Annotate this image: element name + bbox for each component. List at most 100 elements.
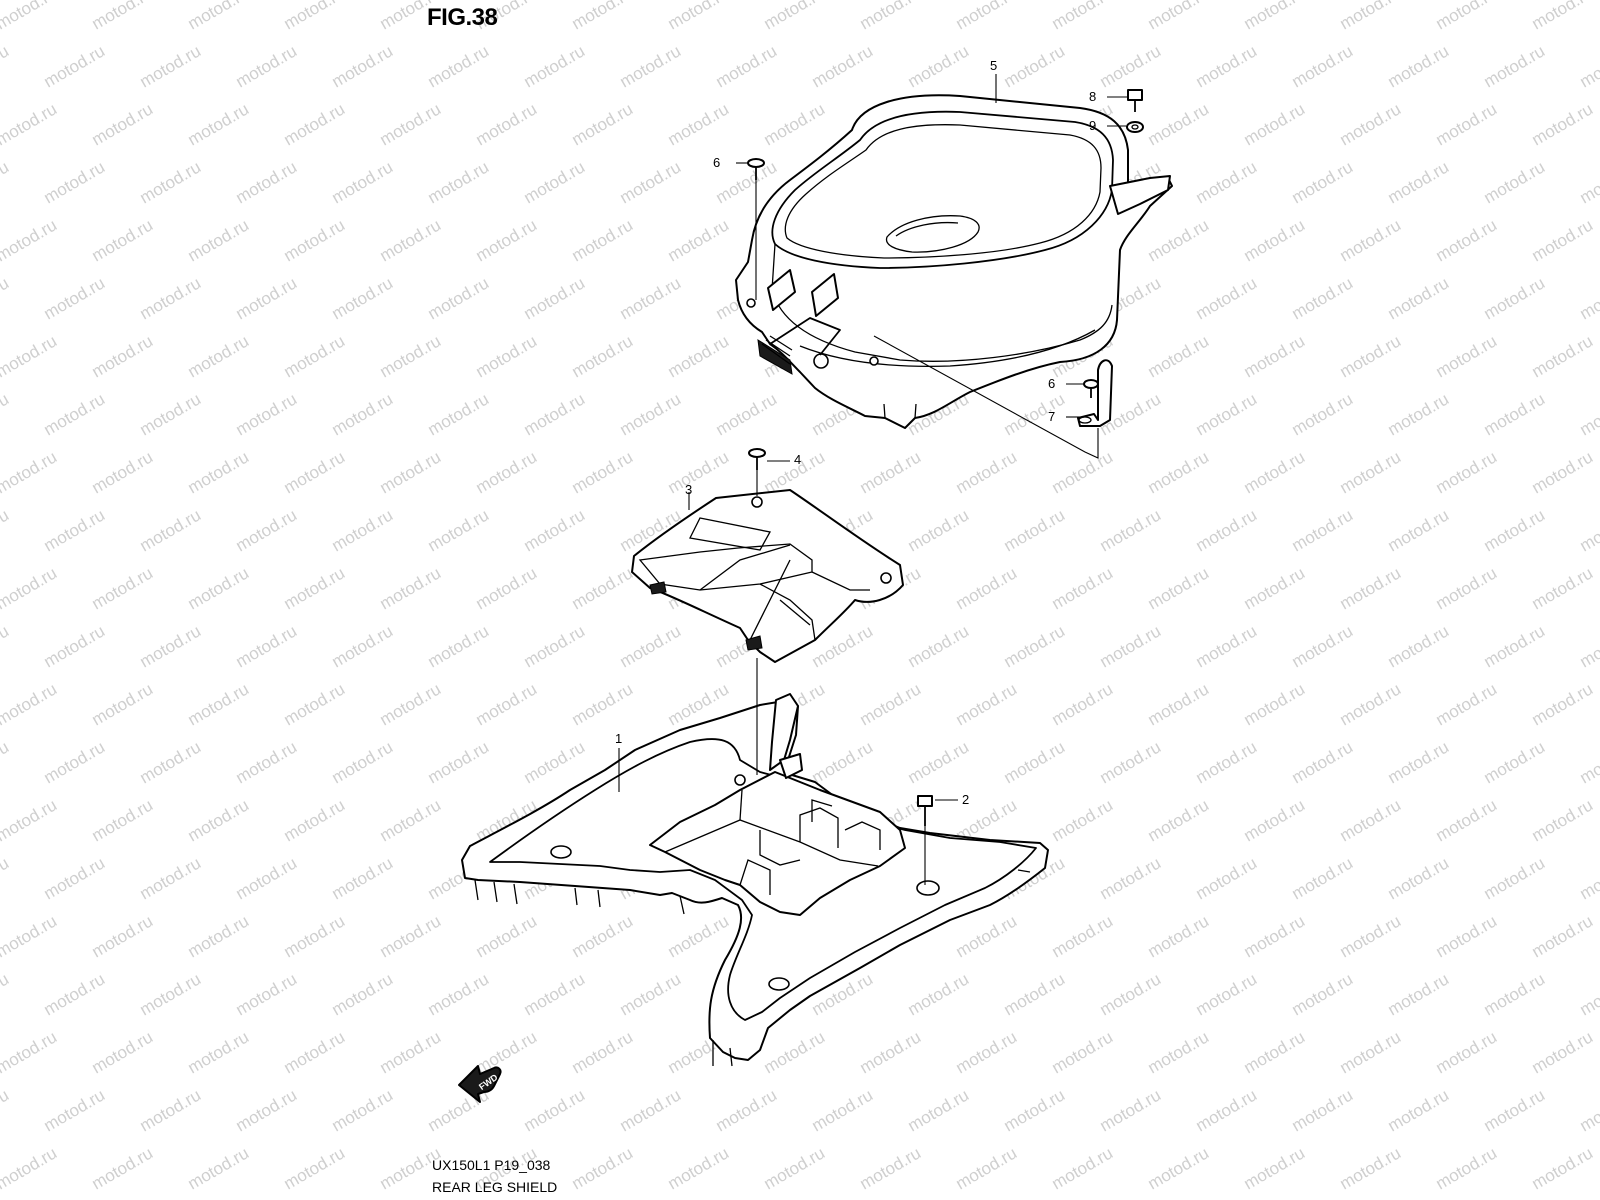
watermark-text: motod.ru <box>185 331 253 381</box>
part-3-center-cover[interactable] <box>631 489 904 663</box>
watermark-text: motod.ru <box>1145 679 1213 729</box>
watermark-text: motod.ru <box>425 737 493 787</box>
watermark-text: motod.ru <box>1337 215 1405 265</box>
watermark-text: motod.ru <box>329 157 397 207</box>
watermark-text: motod.ru <box>329 853 397 903</box>
watermark-text: motod.ru <box>185 1027 253 1077</box>
watermark-text: motod.ru <box>329 737 397 787</box>
watermark-text: motod.ru <box>233 389 301 439</box>
watermark-text: motod.ru <box>185 1143 253 1193</box>
watermark-text: motod.ru <box>41 505 109 555</box>
watermark-text: motod.ru <box>0 969 12 1019</box>
watermark-text: motod.ru <box>1193 969 1261 1019</box>
watermark-text: motod.ru <box>521 505 589 555</box>
watermark-text: motod.ru <box>185 679 253 729</box>
watermark-text: motod.ru <box>0 621 12 671</box>
watermark-text: motod.ru <box>0 41 12 91</box>
watermark-text: motod.ru <box>569 1027 637 1077</box>
callout-7[interactable]: 7 <box>1048 409 1056 424</box>
watermark-text: motod.ru <box>281 911 349 961</box>
callout-2[interactable]: 2 <box>962 792 970 807</box>
part-1-rear-leg-shield[interactable] <box>461 693 1049 1067</box>
watermark-text: motod.ru <box>233 853 301 903</box>
watermark-text: motod.ru <box>89 447 157 497</box>
watermark-text: motod.ru <box>89 911 157 961</box>
watermark-text: motod.ru <box>281 0 349 33</box>
watermark-text: motod.ru <box>1193 157 1261 207</box>
callout-9[interactable]: 9 <box>1089 118 1097 133</box>
watermark-text: motod.ru <box>137 853 205 903</box>
watermark-text: motod.ru <box>89 1027 157 1077</box>
watermark-text: motod.ru <box>713 41 781 91</box>
callout-6-top[interactable]: 6 <box>713 155 721 170</box>
watermark-text: motod.ru <box>377 795 445 845</box>
watermark-text: motod.ru <box>857 0 925 33</box>
fastener-2-bolt[interactable] <box>917 795 933 826</box>
watermark-text: motod.ru <box>281 679 349 729</box>
callout-8[interactable]: 8 <box>1089 89 1097 104</box>
watermark-text: motod.ru <box>521 157 589 207</box>
watermark-text: motod.ru <box>1433 0 1501 33</box>
watermark-text: motod.ru <box>89 0 157 33</box>
watermark-text: motod.ru <box>713 389 781 439</box>
watermark-text: motod.ru <box>89 1143 157 1193</box>
watermark-text: motod.ru <box>1529 795 1597 845</box>
watermark-text: motod.ru <box>137 1085 205 1135</box>
watermark-text: motod.ru <box>329 621 397 671</box>
watermark-text: motod.ru <box>665 911 733 961</box>
watermark-text: motod.ru <box>953 0 1021 33</box>
callout-5[interactable]: 5 <box>990 58 998 73</box>
watermark-text: motod.ru <box>1145 795 1213 845</box>
watermark-text: motod.ru <box>137 737 205 787</box>
watermark-text: motod.ru <box>1289 41 1357 91</box>
watermark-text: motod.ru <box>1289 1085 1357 1135</box>
watermark-text: motod.ru <box>377 1027 445 1077</box>
watermark-text: motod.ru <box>569 215 637 265</box>
watermark-text: motod.ru <box>1049 1143 1117 1193</box>
watermark-text: motod.ru <box>1433 563 1501 613</box>
fastener-8-bolt[interactable] <box>1127 89 1143 112</box>
watermark-text: motod.ru <box>1337 447 1405 497</box>
watermark-text: motod.ru <box>1049 563 1117 613</box>
watermark-text: motod.ru <box>329 389 397 439</box>
watermark-text: motod.ru <box>89 331 157 381</box>
watermark-text: motod.ru <box>1433 447 1501 497</box>
watermark-text: motod.ru <box>569 1143 637 1193</box>
fastener-6-screw-side[interactable] <box>1083 379 1099 398</box>
watermark-text: motod.ru <box>1049 679 1117 729</box>
watermark-text: motod.ru <box>1529 563 1597 613</box>
callout-6-side[interactable]: 6 <box>1048 376 1056 391</box>
watermark-text: motod.ru <box>0 215 60 265</box>
fastener-9-washer[interactable] <box>1126 121 1144 133</box>
watermark-text: motod.ru <box>1337 0 1405 33</box>
watermark-text: motod.ru <box>1481 273 1549 323</box>
watermark-text: motod.ru <box>0 273 12 323</box>
watermark-text: motod.ru <box>1241 331 1309 381</box>
watermark-text: motod.ru <box>1289 737 1357 787</box>
part-5-storage-box[interactable] <box>735 94 1173 429</box>
watermark-text: motod.ru <box>857 447 925 497</box>
watermark-text: motod.ru <box>377 911 445 961</box>
watermark-text: motod.ru <box>281 563 349 613</box>
watermark-text: motod.ru <box>953 563 1021 613</box>
watermark-text: motod.ru <box>1193 389 1261 439</box>
watermark-text: motod.ru <box>329 273 397 323</box>
callout-1[interactable]: 1 <box>615 731 623 746</box>
watermark-text: motod.ru <box>1097 969 1165 1019</box>
watermark-text: motod.ru <box>1193 505 1261 555</box>
watermark-text: motod.ru <box>137 621 205 671</box>
callout-3[interactable]: 3 <box>685 482 693 497</box>
bracket-7[interactable] <box>1077 359 1113 427</box>
watermark-text: motod.ru <box>1145 0 1213 33</box>
fastener-6-screw-top[interactable] <box>747 158 765 180</box>
watermark-text: motod.ru <box>41 969 109 1019</box>
callout-4[interactable]: 4 <box>794 452 802 467</box>
watermark-text: motod.ru <box>1001 41 1069 91</box>
watermark-text: motod.ru <box>1577 505 1600 555</box>
watermark-text: motod.ru <box>761 0 829 33</box>
fastener-4-screw[interactable] <box>748 448 766 470</box>
watermark-text: motod.ru <box>1193 737 1261 787</box>
watermark-text: motod.ru <box>1193 273 1261 323</box>
watermark-text: motod.ru <box>0 679 60 729</box>
watermark-text: motod.ru <box>1577 969 1600 1019</box>
